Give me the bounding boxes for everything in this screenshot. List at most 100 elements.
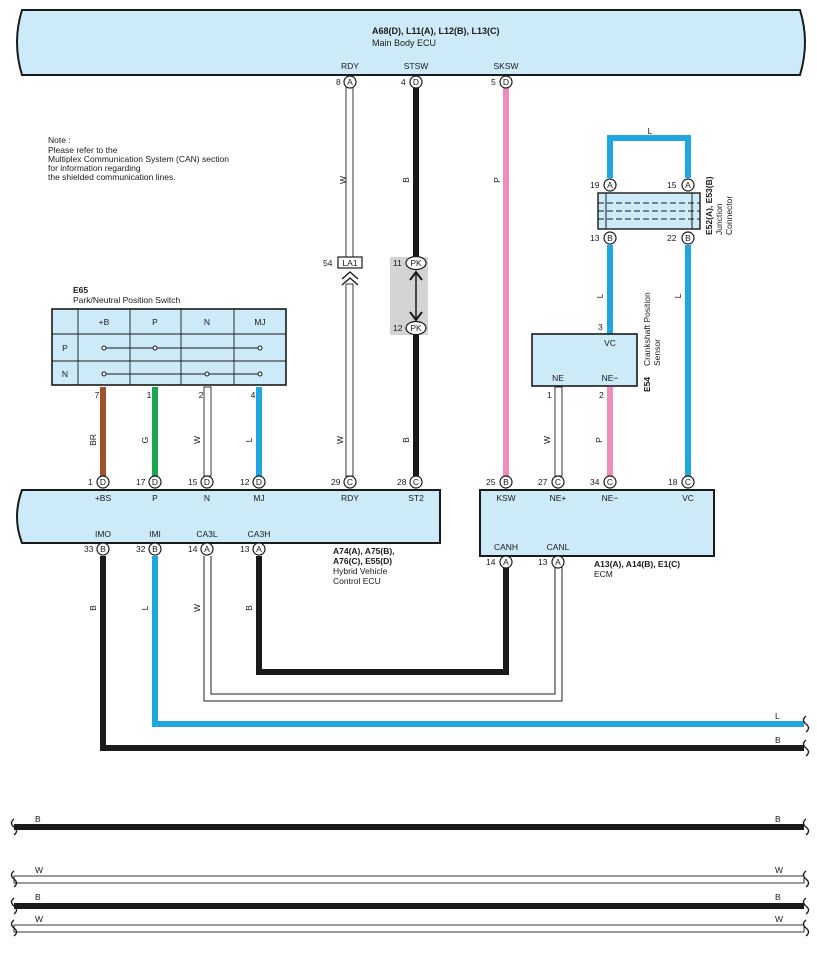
pin-label-rdy: RDY <box>341 61 359 71</box>
hv-ecu-bottom-pins: B33 B32 A14 A13 <box>84 542 266 556</box>
wire-ca3h-canh <box>256 556 509 675</box>
svg-text:17: 17 <box>136 477 146 487</box>
svg-text:Junction: Junction <box>714 203 724 235</box>
svg-text:34: 34 <box>590 477 600 487</box>
svg-text:B: B <box>152 544 158 554</box>
wire-imi <box>152 556 804 727</box>
svg-text:13: 13 <box>240 544 250 554</box>
svg-text:D: D <box>204 477 210 487</box>
wire-label-bus-b: B <box>775 735 781 745</box>
wire-label-imi: L <box>140 605 150 610</box>
lower-wire-4-left: W <box>35 914 43 924</box>
bus-wire-4 <box>13 924 805 933</box>
svg-text:CANH: CANH <box>494 542 518 552</box>
svg-text:27: 27 <box>538 477 548 487</box>
svg-text:D: D <box>256 477 262 487</box>
lower-wire-3-right: B <box>775 892 781 902</box>
svg-text:Park/Neutral Position Switch: Park/Neutral Position Switch <box>73 295 181 305</box>
svg-text:+B: +B <box>99 317 110 327</box>
svg-text:4: 4 <box>401 77 406 87</box>
wire-imo <box>100 556 804 751</box>
wire-label-ca3l: W <box>192 604 202 612</box>
wire-label-jc-right: L <box>673 293 683 298</box>
wire-label-ca3h: B <box>244 605 254 611</box>
svg-text:E65: E65 <box>73 285 88 295</box>
svg-text:VC: VC <box>604 338 616 348</box>
svg-text:MJ: MJ <box>254 317 265 327</box>
svg-text:the shielded communication lin: the shielded communication lines. <box>48 172 176 182</box>
lower-wire-2-right: W <box>775 865 783 875</box>
svg-text:C: C <box>607 477 613 487</box>
svg-text:7: 7 <box>95 390 100 400</box>
wire-label-jc-left: L <box>595 293 605 298</box>
svg-text:A: A <box>555 557 561 567</box>
svg-text:+BS: +BS <box>95 493 112 503</box>
hv-ecu-label: A74(A), A75(B), A76(C), E55(D) Hybrid Ve… <box>333 546 395 586</box>
wire-label-nem: P <box>594 437 604 443</box>
mb-pin-stsw: D 4 <box>401 75 423 89</box>
svg-text:32: 32 <box>136 544 146 554</box>
svg-text:13: 13 <box>538 557 548 567</box>
ecm-label: A13(A), A14(B), E1(C) ECM <box>594 559 680 579</box>
svg-text:D: D <box>152 477 158 487</box>
hv-ecu-top-pins: D1 D17 D15 D12 C29 C28 <box>88 475 423 489</box>
svg-text:Sensor: Sensor <box>652 339 662 366</box>
wire-label-pn-g: G <box>140 437 150 444</box>
svg-text:ECM: ECM <box>594 569 613 579</box>
main-body-ecu: A68(D), L11(A), L12(B), L13(C) Main Body… <box>16 9 806 76</box>
svg-text:22: 22 <box>667 233 677 243</box>
main-body-ecu-subtitle: Main Body ECU <box>372 38 436 48</box>
mb-pin-rdy: A 8 <box>336 75 357 89</box>
wire-junction-loop <box>607 135 691 476</box>
wire-ca3l-canl <box>203 556 563 702</box>
svg-text:RDY: RDY <box>341 493 359 503</box>
hv-ecu: +BS P N MJ RDY ST2 IMO IMI CA3L CA3H <box>16 489 441 544</box>
lower-wire-2-left: W <box>35 865 43 875</box>
wire-label-stsw: B <box>401 177 411 183</box>
svg-text:N: N <box>62 369 68 379</box>
svg-text:12: 12 <box>240 477 250 487</box>
note-text: Note : Please refer to the Multiplex Com… <box>48 135 229 182</box>
svg-text:12: 12 <box>393 323 403 333</box>
svg-text:NE−: NE− <box>602 373 619 383</box>
svg-text:A76(C), E55(D): A76(C), E55(D) <box>333 556 392 566</box>
svg-text:P: P <box>152 493 158 503</box>
lower-wire-4-right: W <box>775 914 783 924</box>
svg-text:15: 15 <box>188 477 198 487</box>
svg-text:C: C <box>685 477 691 487</box>
wire-pn-w <box>203 386 212 477</box>
ecm-bottom-pins: A14 A13 <box>486 555 565 569</box>
svg-text:1: 1 <box>547 390 552 400</box>
junction-connector: A 19 A 15 B 13 B 22 <box>590 178 701 245</box>
svg-text:25: 25 <box>486 477 496 487</box>
svg-text:11: 11 <box>393 258 402 268</box>
svg-text:A: A <box>204 544 210 554</box>
wire-label-rdy-low: W <box>335 436 345 444</box>
svg-text:NE: NE <box>552 373 564 383</box>
svg-text:C: C <box>555 477 561 487</box>
wire-label-nep: W <box>542 436 552 444</box>
svg-text:Hybrid Vehicle: Hybrid Vehicle <box>333 566 388 576</box>
lower-wire-1-right: B <box>775 814 781 824</box>
svg-text:Crankshaft Position: Crankshaft Position <box>642 292 652 366</box>
mb-pin-sksw: D 5 <box>491 75 513 89</box>
wire-ne-plus <box>554 386 563 477</box>
svg-text:for information regarding: for information regarding <box>48 163 141 173</box>
svg-text:B: B <box>503 477 509 487</box>
pn-switch-label: E65 Park/Neutral Position Switch <box>73 285 181 305</box>
lower-wire-1-left: B <box>35 814 41 824</box>
svg-text:PK: PK <box>410 258 422 268</box>
ecm-top-pins: B25 C27 C34 C18 <box>486 475 695 489</box>
svg-text:B: B <box>100 544 106 554</box>
ecm: KSW NE+ NE− VC CANH CANL <box>479 489 715 557</box>
svg-text:E52(A), E53(B): E52(A), E53(B) <box>704 176 714 235</box>
svg-text:15: 15 <box>667 180 677 190</box>
svg-text:A: A <box>347 77 353 87</box>
svg-text:N: N <box>204 317 210 327</box>
svg-text:C: C <box>347 477 353 487</box>
svg-text:P: P <box>62 343 68 353</box>
main-body-ecu-title: A68(D), L11(A), L12(B), L13(C) <box>372 26 500 36</box>
svg-text:D: D <box>413 77 419 87</box>
svg-text:KSW: KSW <box>496 493 515 503</box>
break-marks <box>10 715 810 937</box>
